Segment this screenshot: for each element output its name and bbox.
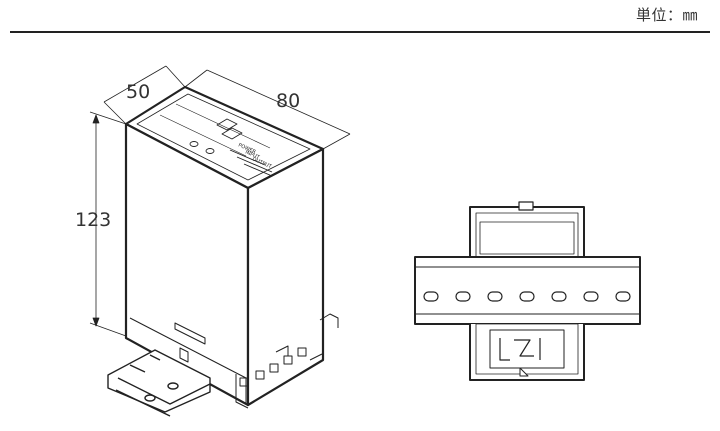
- module-top-view: [414, 201, 641, 381]
- width-label: 80: [276, 90, 300, 112]
- din-rail-slots: [423, 291, 631, 302]
- base-slot: [174, 322, 206, 345]
- module-top-panel: [136, 93, 311, 181]
- unit-label: 単位：㎜: [635, 6, 698, 24]
- dimension-lines: [89, 65, 351, 337]
- module-isometric: POWER INPUT OUTPUT: [89, 65, 351, 417]
- din-latch: [489, 329, 565, 369]
- width-dimension-line: [206, 69, 351, 135]
- depth-label: 50: [126, 81, 150, 103]
- terminal-block: [235, 313, 339, 409]
- depth-dimension-line: [103, 65, 167, 103]
- din-rail-isometric: [107, 349, 211, 417]
- height-label: 123: [75, 209, 111, 231]
- module-side-face: [246, 147, 325, 407]
- header-divider: [10, 31, 710, 33]
- label-input: INPUT: [244, 149, 261, 161]
